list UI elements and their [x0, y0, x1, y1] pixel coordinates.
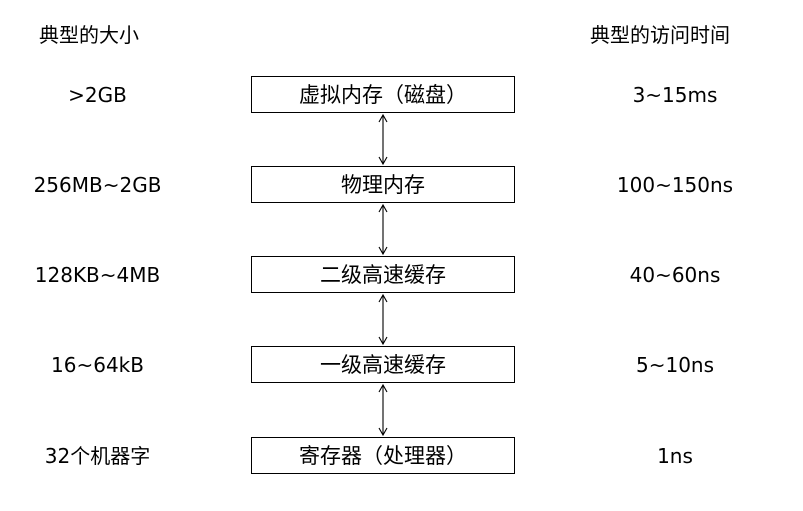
level-label-l1-cache: 一级高速缓存: [320, 352, 446, 377]
level-box-l2-cache: 二级高速缓存: [251, 256, 515, 293]
level-label-registers: 寄存器（处理器）: [299, 443, 467, 468]
level-box-l1-cache: 一级高速缓存: [251, 346, 515, 383]
level-label-virtual-memory: 虚拟内存（磁盘）: [299, 82, 467, 107]
time-label-l2-cache: 40~60ns: [629, 263, 721, 287]
time-label-l1-cache: 5~10ns: [635, 353, 715, 377]
time-label-registers: 1ns: [657, 444, 693, 468]
size-label-l2-cache: 128KB~4MB: [34, 263, 161, 287]
access-time-column-header: 典型的访问时间: [590, 23, 730, 47]
time-label-physical-memory: 100~150ns: [616, 173, 734, 197]
level-label-l2-cache: 二级高速缓存: [320, 262, 446, 287]
level-box-virtual-memory: 虚拟内存（磁盘）: [251, 76, 515, 113]
size-label-physical-memory: 256MB~2GB: [33, 173, 162, 197]
size-column-header: 典型的大小: [39, 23, 139, 47]
level-box-physical-memory: 物理内存: [251, 166, 515, 203]
size-label-l1-cache: 16~64kB: [51, 353, 144, 377]
level-box-registers: 寄存器（处理器）: [251, 437, 515, 474]
time-label-virtual-memory: 3~15ms: [632, 83, 718, 107]
level-label-physical-memory: 物理内存: [341, 172, 425, 197]
size-label-virtual-memory: >2GB: [68, 83, 127, 107]
size-label-registers: 32个机器字: [44, 444, 151, 468]
